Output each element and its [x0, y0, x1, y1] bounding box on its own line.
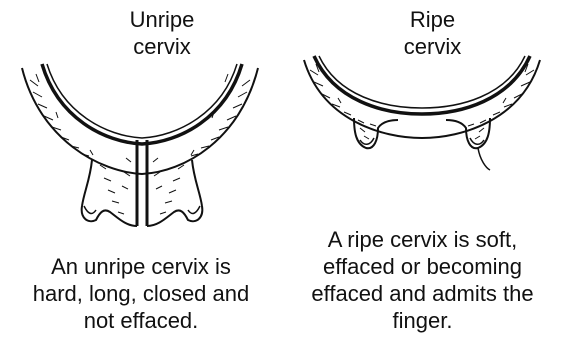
ripe-cervix-illustration	[282, 0, 563, 230]
ripe-cervix-caption: A ripe cervix is soft, effaced or becomi…	[282, 226, 563, 334]
ripe-cervix-panel: Ripe cervix A ripe cervix is soft, effac…	[282, 0, 563, 337]
unripe-cervix-illustration	[0, 0, 282, 250]
unripe-cervix-panel: Unripe cervix An unripe cervix is hard, …	[0, 0, 282, 337]
unripe-cervix-caption: An unripe cervix is hard, long, closed a…	[0, 253, 282, 334]
